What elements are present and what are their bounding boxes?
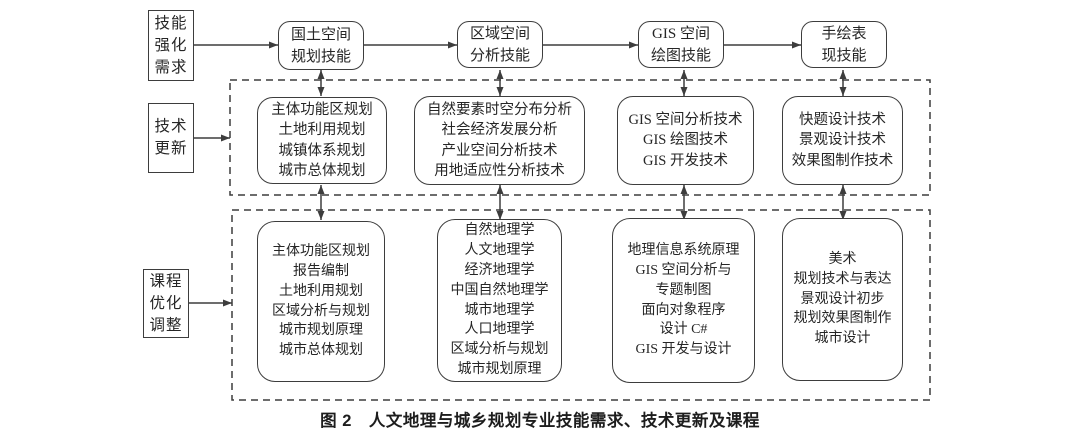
- course-box-planning: 主体功能区规划 报告编制 土地利用规划 区域分析与规划 城市规划原理 城市总体规…: [257, 221, 385, 382]
- course-box-design: 美术 规划技术与表达 景观设计初步 规划效果图制作 城市设计: [782, 218, 903, 381]
- skill-box-territorial-planning: 国土空间 规划技能: [278, 21, 364, 70]
- course-box-geography: 自然地理学 人文地理学 经济地理学 中国自然地理学 城市地理学 人口地理学 区域…: [437, 219, 562, 382]
- skill-box-regional-analysis: 区域空间 分析技能: [457, 21, 543, 68]
- figure-caption: 图 2 人文地理与城乡规划专业技能需求、技术更新及课程: [320, 412, 760, 430]
- skill-box-gis-mapping: GIS 空间 绘图技能: [638, 21, 724, 68]
- tech-box-design: 快题设计技术 景观设计技术 效果图制作技术: [782, 96, 903, 185]
- tech-box-spatial-analysis: 自然要素时空分布分析 社会经济发展分析 产业空间分析技术 用地适应性分析技术: [414, 96, 585, 185]
- tech-box-planning: 主体功能区规划 土地利用规划 城镇体系规划 城市总体规划: [257, 97, 387, 184]
- label-course-adjustment: 课程 优化 调整: [143, 269, 189, 338]
- label-skill-demand: 技能 强化 需求: [148, 10, 194, 81]
- skill-box-hand-drawing: 手绘表 现技能: [801, 21, 887, 68]
- tech-box-gis: GIS 空间分析技术 GIS 绘图技术 GIS 开发技术: [617, 96, 754, 185]
- label-tech-update: 技术 更新: [148, 103, 194, 173]
- course-box-gis: 地理信息系统原理 GIS 空间分析与 专题制图 面向对象程序 设计 C# GIS…: [612, 218, 755, 383]
